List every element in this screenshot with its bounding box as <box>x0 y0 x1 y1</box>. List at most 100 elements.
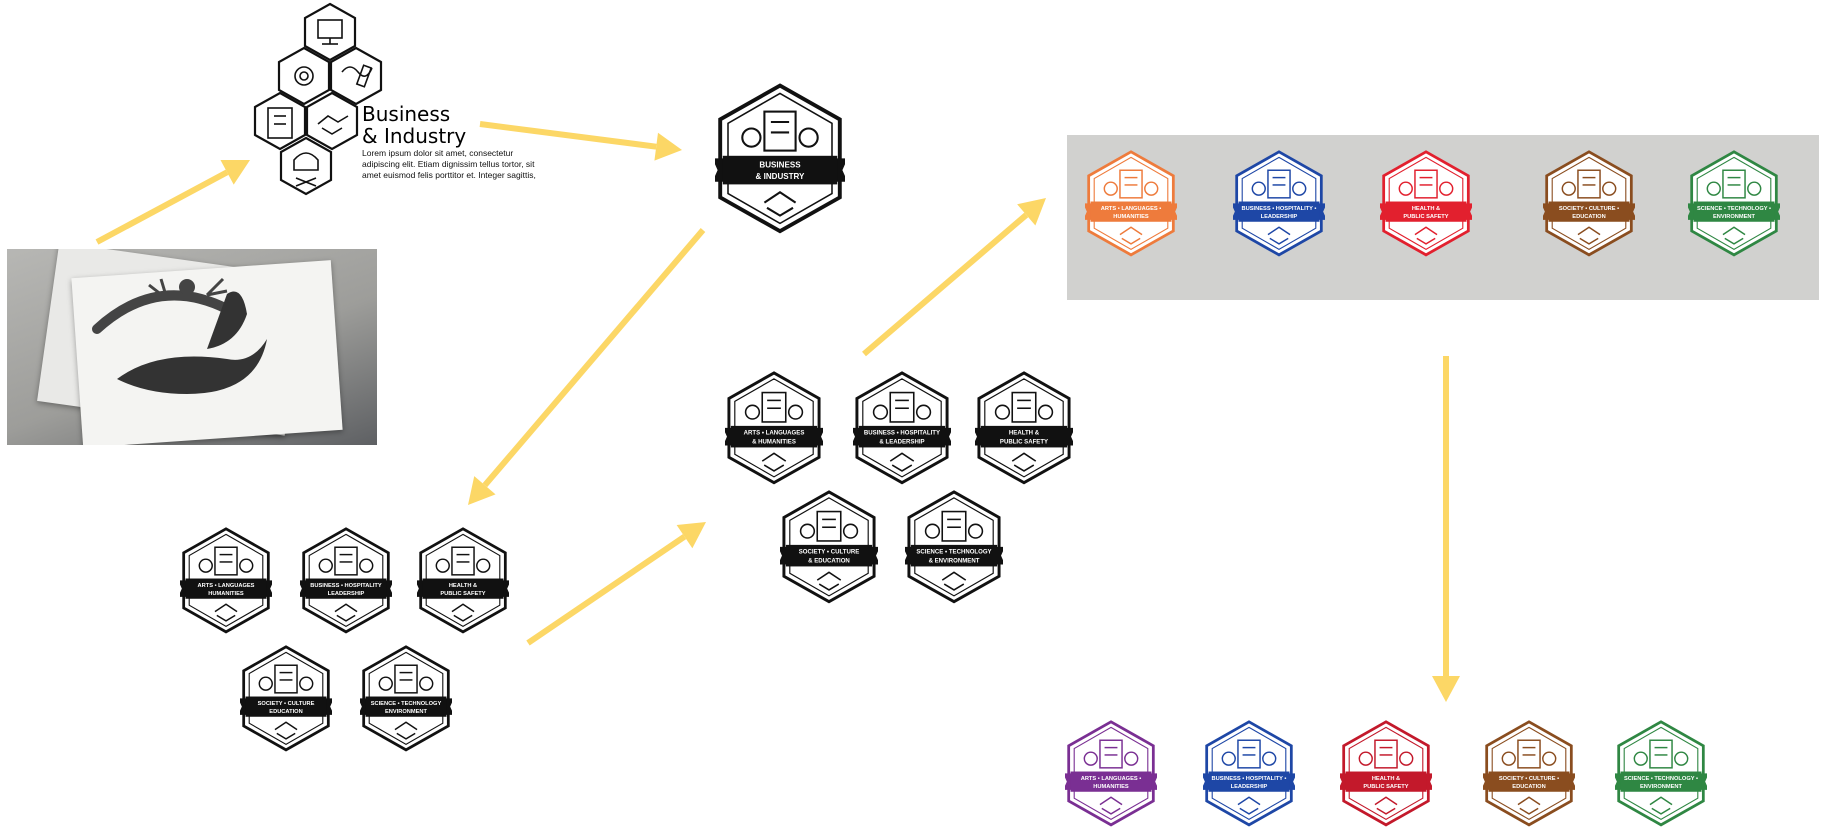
badge-icon <box>1103 169 1159 199</box>
concept-title-line1: Business <box>362 102 451 126</box>
hex-cell-computer <box>303 2 357 62</box>
badge-label-line2: PUBLIC SAFETY <box>1000 440 1048 446</box>
badge-label-line2: EDUCATION <box>269 709 302 715</box>
badge-band <box>980 425 1068 448</box>
badge-label-line1: SOCIETY • CULTURE <box>799 550 860 556</box>
concept-title: Business & Industry <box>362 103 466 147</box>
badge-label-line1: BUSINESS <box>759 160 801 169</box>
badge-label-line1: BUSINESS • HOSPITALITY <box>310 583 382 589</box>
badge: ARTS • LANGUAGES • HUMANITIES <box>1085 150 1177 257</box>
badge-band <box>910 544 998 567</box>
badge: ARTS • LANGUAGES • HUMANITIES <box>1065 720 1157 827</box>
badge-label-line1: SOCIETY • CULTURE • <box>1499 776 1559 782</box>
badge: SCIENCE • TECHNOLOGY & ENVIRONMENT <box>905 490 1003 604</box>
badge-icon <box>1501 739 1557 769</box>
concept-title-line2: & Industry <box>362 124 467 148</box>
badge-band <box>722 155 838 185</box>
badge-band <box>1070 771 1152 792</box>
badge-band <box>185 578 267 599</box>
badge-band <box>1238 201 1320 222</box>
badge-label-line1: ARTS • LANGUAGES • <box>1101 206 1162 212</box>
badge-band <box>1385 201 1467 222</box>
badge-band <box>422 578 504 599</box>
hex-cell-handshake <box>305 91 359 151</box>
badge: HEALTH &PUBLIC SAFETY <box>1380 150 1472 257</box>
arrow-head-icon <box>676 522 706 549</box>
badge-label-line2: EDUCATION <box>1572 214 1605 220</box>
badge-icon <box>994 391 1054 423</box>
badge-label-line2: LEADERSHIP <box>328 591 365 597</box>
badge-label-line1: SOCIETY • CULTURE • <box>1559 206 1619 212</box>
badge: SOCIETY • CULTURE • EDUCATION <box>1543 150 1635 257</box>
badge-label-line2: HUMANITIES <box>208 591 244 597</box>
badge-label-line2: LEADERSHIP <box>1231 784 1268 790</box>
badge-label-line2: & HUMANITIES <box>752 440 796 446</box>
badge-icon <box>744 391 804 423</box>
badge-label-line2: EDUCATION <box>1512 784 1545 790</box>
badge-icon <box>924 510 984 542</box>
badge-icon <box>1251 169 1307 199</box>
sketch-photo <box>7 249 377 445</box>
arrow-shaft <box>95 169 229 245</box>
hex-cell-gears <box>277 46 331 106</box>
badge-label-line2: & LEADERSHIP <box>879 440 924 446</box>
badge-icon <box>1221 739 1277 769</box>
badge-label-line1: SCIENCE • TECHNOLOGY • <box>1697 206 1771 212</box>
badge-icon <box>1706 169 1762 199</box>
badge: ARTS • LANGUAGES HUMANITIES <box>180 527 272 634</box>
badge-band <box>1090 201 1172 222</box>
badge-band <box>1208 771 1290 792</box>
badge-label-line1: SCIENCE • TECHNOLOGY • <box>1624 776 1698 782</box>
badge-label-line2: PUBLIC SAFETY <box>1363 784 1408 790</box>
badge: SCIENCE • TECHNOLOGY ENVIRONMENT <box>360 645 452 752</box>
badge-label-line2: HUMANITIES <box>1113 214 1149 220</box>
badge-icon <box>1633 739 1689 769</box>
badge-label-line1: HEALTH & <box>1372 776 1400 782</box>
badge-band <box>1620 771 1702 792</box>
badge-label-line1: ARTS • LANGUAGES <box>198 583 255 589</box>
badge-label-line1: BUSINESS • HOSPITALITY • <box>1242 206 1317 212</box>
badge: SCIENCE • TECHNOLOGY • ENVIRONMENT <box>1688 150 1780 257</box>
badge-label-line2: ENVIRONMENT <box>1640 784 1683 790</box>
badge-label-line1: SCIENCE • TECHNOLOGY <box>371 701 442 707</box>
badge: BUSINESS • HOSPITALITY • LEADERSHIP <box>1233 150 1325 257</box>
badge-icon <box>1398 169 1454 199</box>
badge-icon <box>378 664 434 694</box>
badge-icon <box>1083 739 1139 769</box>
badge-label-line1: HEALTH & <box>1009 431 1040 437</box>
badge-icon <box>1561 169 1617 199</box>
badge-label-line2: PUBLIC SAFETY <box>440 591 485 597</box>
badge-band <box>365 696 447 717</box>
badge-label-line2: & INDUSTRY <box>756 172 806 181</box>
badge-label-line2: & ENVIRONMENT <box>929 559 980 565</box>
badge-icon <box>258 664 314 694</box>
arrow-head-icon <box>220 159 250 185</box>
hex-cell-tools <box>329 46 383 106</box>
badge: BUSINESS & INDUSTRY <box>715 83 845 234</box>
honeycomb-concept <box>253 2 383 196</box>
badge-label-line1: SCIENCE • TECHNOLOGY <box>916 550 991 556</box>
badge-band <box>730 425 818 448</box>
arrow-head-icon <box>654 132 682 161</box>
business-industry-badge: BUSINESS & INDUSTRY <box>715 83 845 234</box>
concept-body-text: Lorem ipsum dolor sit amet, consectetur … <box>362 148 536 180</box>
arrow-shaft <box>526 534 687 646</box>
badge-band <box>305 578 387 599</box>
badge: BUSINESS • HOSPITALITY LEADERSHIP <box>300 527 392 634</box>
badge-label-line2: ENVIRONMENT <box>385 709 428 715</box>
badge-label-line2: ENVIRONMENT <box>1713 214 1756 220</box>
badge-label-line1: BUSINESS • HOSPITALITY • <box>1212 776 1287 782</box>
badge-label-line1: ARTS • LANGUAGES • <box>1081 776 1142 782</box>
arrow-head-icon <box>468 476 496 505</box>
badge-icon <box>1358 739 1414 769</box>
badge-label-line2: HUMANITIES <box>1093 784 1129 790</box>
arrow-shaft <box>862 212 1029 357</box>
arrow-head-icon <box>1432 676 1460 702</box>
badge: SOCIETY • CULTURE& EDUCATION <box>780 490 878 604</box>
badge-label-line1: BUSINESS • HOSPITALITY <box>864 431 940 437</box>
hands-sketch-icon <box>92 277 267 394</box>
badge-label-line1: HEALTH & <box>1412 206 1440 212</box>
badge-label-line2: LEADERSHIP <box>1261 214 1298 220</box>
badge-band <box>858 425 946 448</box>
